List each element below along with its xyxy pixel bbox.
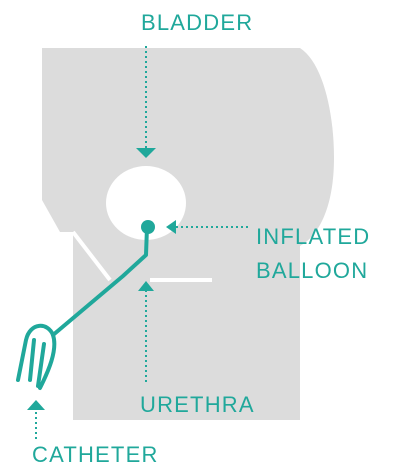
inflated-balloon-label-line1: INFLATED xyxy=(256,224,370,249)
catheter-balloon-tip xyxy=(141,220,155,234)
inflated-balloon-label-line2: BALLOON xyxy=(256,258,368,283)
catheter-pointer-arrow xyxy=(27,400,45,410)
bladder-label: BLADDER xyxy=(141,10,253,35)
urethra-label: URETHRA xyxy=(140,392,255,417)
catheter-label: CATHETER xyxy=(32,442,159,466)
catheter-connector xyxy=(18,326,54,388)
